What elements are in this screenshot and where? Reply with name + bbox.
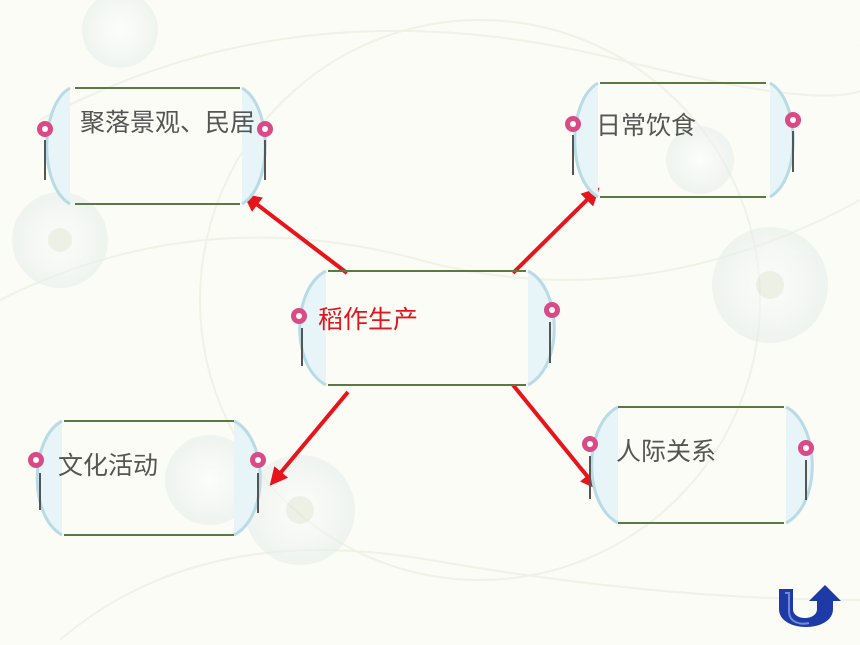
flower-figure-icon (565, 112, 801, 175)
node-frame (28, 419, 266, 537)
node-label: 文化活动 (58, 451, 159, 480)
node-label: 人际关系 (616, 437, 717, 466)
flower-figure-icon (28, 452, 266, 513)
node-label: 聚落景观、民居 (80, 108, 256, 137)
center-label: 稻作生产 (318, 305, 419, 334)
flower-figure-icon (37, 121, 273, 180)
return-arrow-icon (779, 585, 841, 627)
node-frame (582, 405, 814, 525)
arrow-to-bottom-left (269, 390, 350, 486)
arrow-to-top-left (243, 193, 349, 275)
node-frame (291, 269, 560, 387)
node-center: 稻作生产 (282, 268, 572, 388)
arrow-to-bottom-right (511, 383, 599, 490)
arrow-to-top-right (511, 187, 600, 275)
node-bottom-left: 文化活动 (22, 418, 274, 538)
node-bottom-right: 人际关系 (574, 404, 824, 526)
node-frame (565, 81, 801, 199)
node-label: 日常饮食 (596, 111, 697, 140)
return-button[interactable] (773, 583, 849, 633)
node-top-right: 日常饮食 (558, 80, 808, 200)
node-frame (37, 86, 273, 206)
flower-figure-icon (582, 436, 814, 500)
node-top-left: 聚落景观、民居 (30, 85, 280, 207)
flower-figure-icon (291, 302, 560, 366)
